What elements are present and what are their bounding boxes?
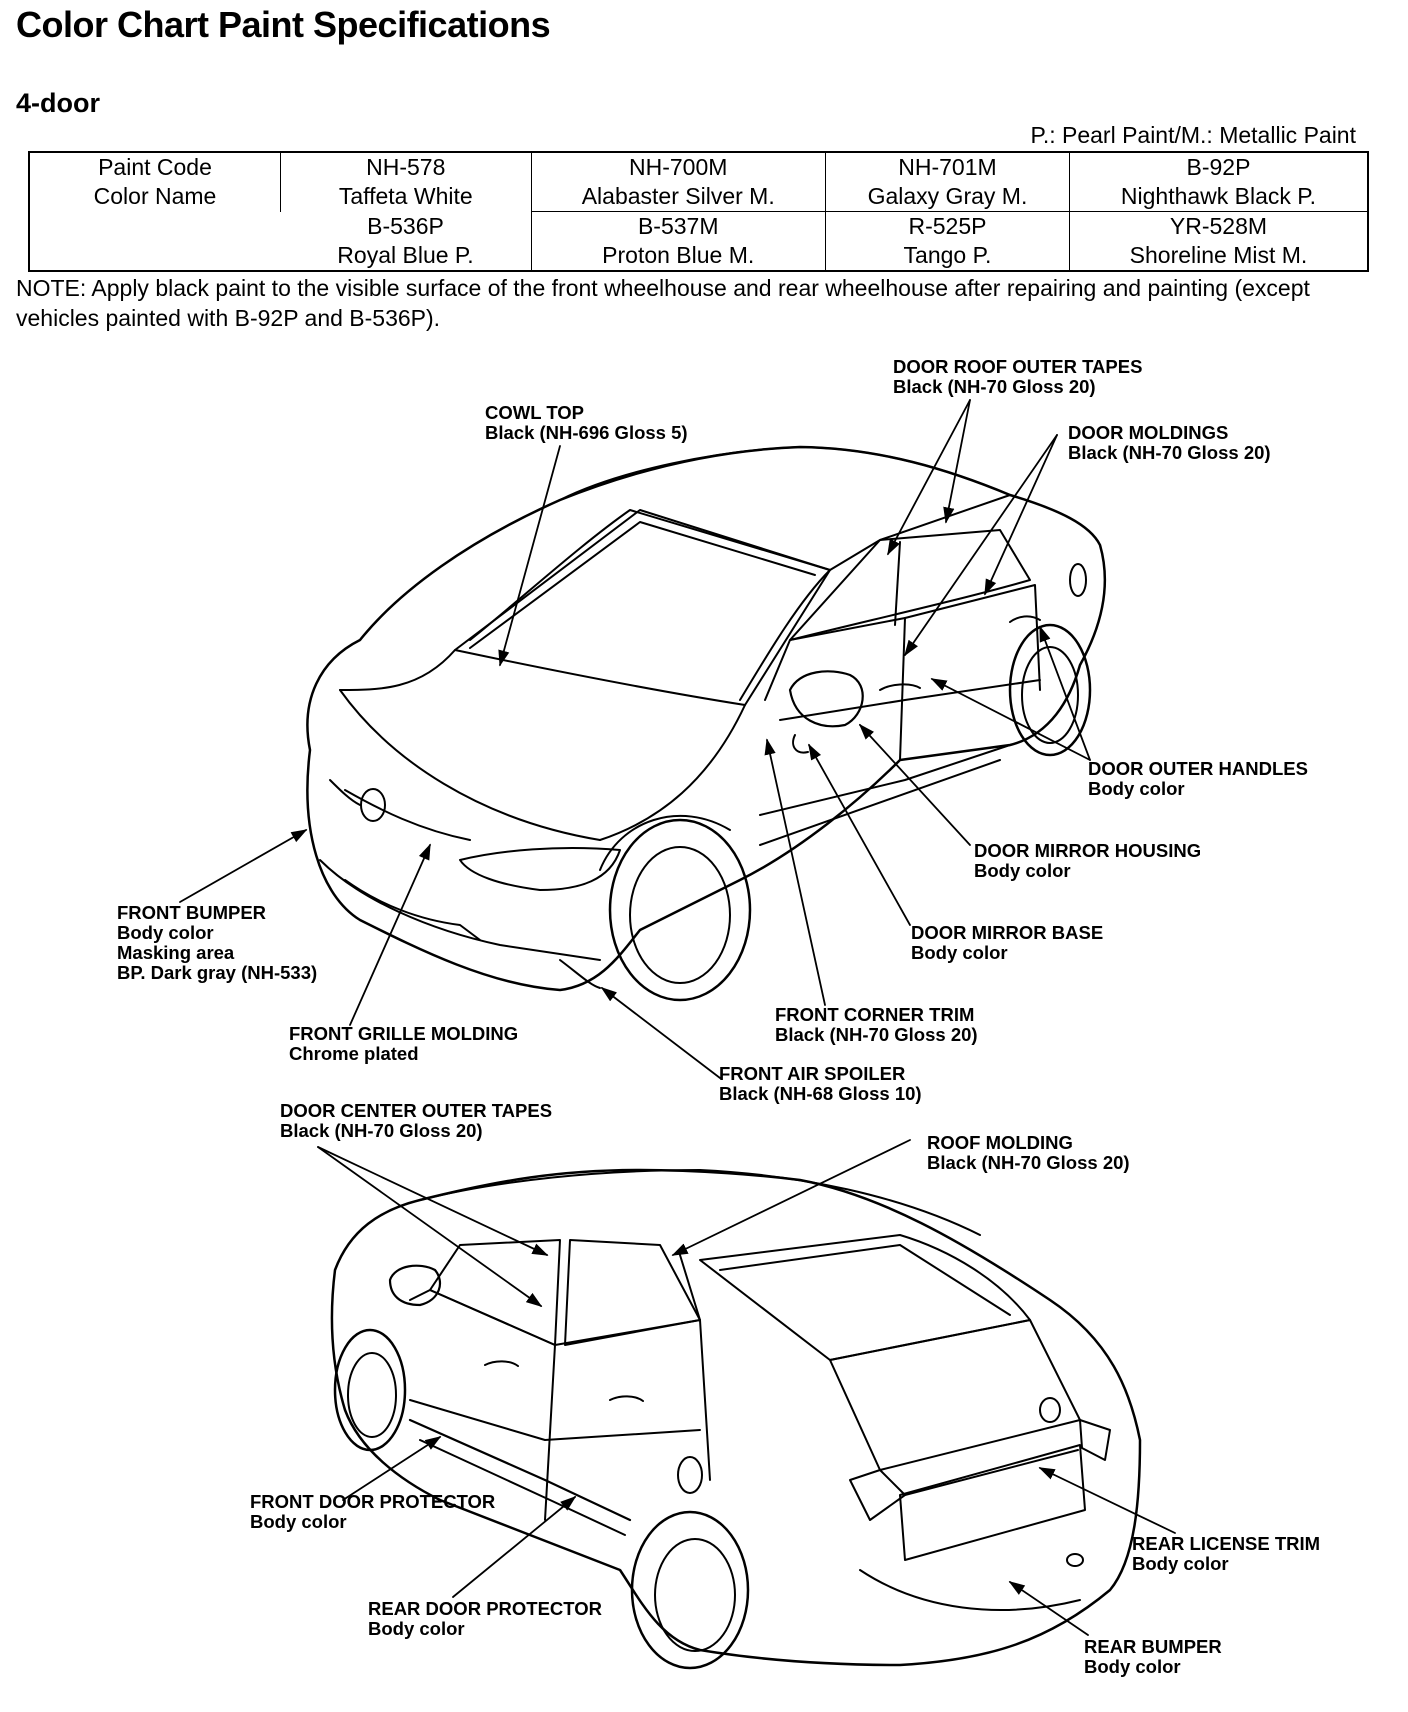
callout-door-moldings: DOOR MOLDINGS Black (NH-70 Gloss 20)	[1068, 423, 1271, 463]
paint-code: R-525P	[908, 213, 987, 239]
callout-title: DOOR ROOF OUTER TAPES	[893, 356, 1143, 377]
paint-code-header: Paint Code	[98, 154, 212, 180]
callout-spec: Body color	[911, 942, 1008, 963]
leader-lines	[179, 399, 1176, 1636]
table-cell: YR-528M Shoreline Mist M.	[1068, 211, 1368, 271]
callout-spec: Black (NH-70 Gloss 20)	[775, 1024, 978, 1045]
callout-title: DOOR MIRROR HOUSING	[974, 840, 1202, 861]
callout-title: DOOR CENTER OUTER TAPES	[280, 1100, 553, 1121]
callout-door-center-outer-tapes: DOOR CENTER OUTER TAPES Black (NH-70 Glo…	[280, 1101, 552, 1141]
color-name: Alabaster Silver M.	[581, 183, 775, 209]
callout-roof-molding: ROOF MOLDING Black (NH-70 Gloss 20)	[927, 1133, 1130, 1173]
callout-door-mirror-housing: DOOR MIRROR HOUSING Body color	[974, 841, 1201, 881]
callout-rear-license-trim: REAR LICENSE TRIM Body color	[1132, 1534, 1320, 1574]
callout-spec: Body color	[1084, 1656, 1181, 1677]
callout-spec: Black (NH-70 Gloss 20)	[1068, 442, 1271, 463]
section-subtitle: 4-door	[16, 88, 100, 118]
callout-title: DOOR OUTER HANDLES	[1088, 758, 1308, 779]
callout-front-air-spoiler: FRONT AIR SPOILER Black (NH-68 Gloss 10)	[719, 1064, 922, 1104]
callout-spec: Black (NH-70 Gloss 20)	[927, 1152, 1130, 1173]
callout-title: FRONT DOOR PROTECTOR	[250, 1491, 496, 1512]
paint-code: NH-578	[366, 154, 446, 180]
color-name: Shoreline Mist M.	[1129, 242, 1308, 268]
callout-title: FRONT AIR SPOILER	[719, 1063, 906, 1084]
callout-door-mirror-base: DOOR MIRROR BASE Body color	[911, 923, 1103, 963]
callout-spec: Body color	[974, 860, 1071, 881]
paint-code: B-536P	[367, 212, 444, 239]
paint-code: B-537M	[637, 213, 719, 239]
paint-code: YR-528M	[1169, 213, 1268, 239]
callout-spec: Masking area	[117, 942, 235, 963]
paint-code: B-92P	[1186, 154, 1251, 180]
color-name: Taffeta White	[338, 183, 473, 209]
callout-title: COWL TOP	[485, 402, 585, 423]
rear-view-car	[330, 1168, 1142, 1670]
callout-spec: Body color	[1088, 778, 1185, 799]
paint-code: NH-701M	[898, 154, 997, 180]
callout-front-corner-trim: FRONT CORNER TRIM Black (NH-70 Gloss 20)	[775, 1005, 978, 1045]
front-view-car	[306, 445, 1107, 1002]
page-title: Color Chart Paint Specifications	[16, 4, 551, 45]
color-name: Galaxy Gray M.	[867, 183, 1028, 209]
callout-spec: Black (NH-696 Gloss 5)	[485, 422, 688, 443]
callout-title: FRONT CORNER TRIM	[775, 1004, 975, 1025]
table-cell: B-537M Proton Blue M.	[530, 211, 826, 271]
callout-spec: BP. Dark gray (NH-533)	[117, 962, 318, 983]
callout-spec: Chrome plated	[289, 1043, 419, 1064]
callout-title: ROOF MOLDING	[927, 1132, 1073, 1153]
callout-title: REAR DOOR PROTECTOR	[368, 1598, 603, 1619]
callout-front-grille-molding: FRONT GRILLE MOLDING Chrome plated	[289, 1024, 518, 1064]
callout-title: DOOR MIRROR BASE	[911, 922, 1104, 943]
callout-spec: Black (NH-68 Gloss 10)	[719, 1083, 922, 1104]
callout-title: REAR LICENSE TRIM	[1132, 1533, 1321, 1554]
callout-spec: Black (NH-70 Gloss 20)	[893, 376, 1096, 397]
callout-rear-bumper: REAR BUMPER Body color	[1084, 1637, 1222, 1677]
table-cell: NH-701M Galaxy Gray M.	[824, 152, 1070, 212]
callout-title: FRONT BUMPER	[117, 902, 267, 923]
callout-spec: Body color	[250, 1511, 347, 1532]
callout-title: REAR BUMPER	[1084, 1636, 1222, 1657]
callout-front-bumper: FRONT BUMPER Body color Masking area BP.…	[117, 903, 317, 983]
callout-spec: Body color	[368, 1618, 465, 1639]
callout-door-outer-handles: DOOR OUTER HANDLES Body color	[1088, 759, 1308, 799]
callout-title: DOOR MOLDINGS	[1068, 422, 1229, 443]
callout-rear-door-protector: REAR DOOR PROTECTOR Body color	[368, 1599, 602, 1639]
color-name: Nighthawk Black P.	[1120, 183, 1317, 209]
callout-spec: Body color	[1132, 1553, 1229, 1574]
callout-title: FRONT GRILLE MOLDING	[289, 1023, 519, 1044]
callout-door-roof-outer-tapes: DOOR ROOF OUTER TAPES Black (NH-70 Gloss…	[893, 357, 1142, 397]
color-name: Proton Blue M.	[602, 242, 755, 268]
callout-front-door-protector: FRONT DOOR PROTECTOR Body color	[250, 1492, 495, 1532]
table-cell: R-525P Tango P.	[824, 211, 1070, 271]
callout-spec: Body color	[117, 922, 214, 943]
paint-code: NH-700M	[629, 154, 728, 180]
callout-spec: Black (NH-70 Gloss 20)	[280, 1120, 483, 1141]
repair-note: NOTE: Apply black paint to the visible s…	[16, 275, 1310, 331]
color-name: Royal Blue P.	[337, 241, 474, 268]
table-header-cell: Paint Code Color Name	[29, 152, 281, 271]
table-cell: NH-700M Alabaster Silver M.	[530, 152, 826, 212]
paint-legend: P.: Pearl Paint/M.: Metallic Paint	[1030, 122, 1356, 148]
color-name: Tango P.	[903, 242, 992, 268]
table-cell: B-92P Nighthawk Black P.	[1068, 152, 1368, 212]
callout-cowl-top: COWL TOP Black (NH-696 Gloss 5)	[485, 403, 688, 443]
color-name-header: Color Name	[93, 183, 217, 209]
